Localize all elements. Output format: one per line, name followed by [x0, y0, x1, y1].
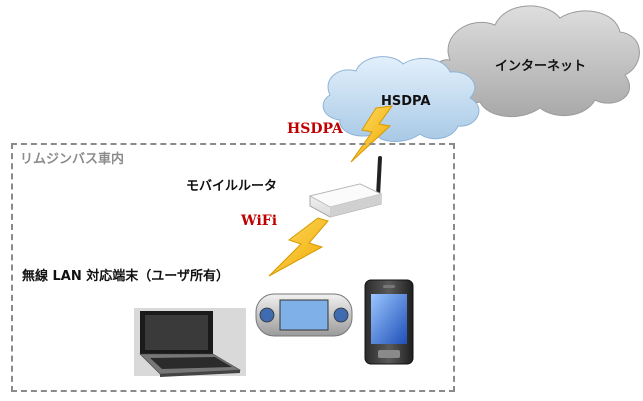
bus-area-label: リムジンバス車内: [20, 152, 125, 167]
smartphone: [364, 279, 414, 365]
mobile-router: [308, 156, 383, 218]
internet-label: インターネット: [495, 59, 587, 74]
laptop: [134, 308, 246, 377]
hsdpa-network-label: HSDPA: [381, 94, 431, 109]
lightning-bolt-wifi: [268, 217, 329, 277]
bus-area-frame: [11, 143, 455, 392]
wifi-devices-label: 無線 LAN 対応端末（ユーザ所有）: [22, 269, 230, 284]
hsdpa-link-label: HSDPA: [287, 121, 343, 137]
handheld-game-console: [255, 293, 353, 337]
wifi-link-label: WiFi: [241, 213, 278, 229]
mobile-router-label: モバイルルータ: [186, 179, 278, 194]
hsdpa-cloud: [322, 56, 480, 142]
